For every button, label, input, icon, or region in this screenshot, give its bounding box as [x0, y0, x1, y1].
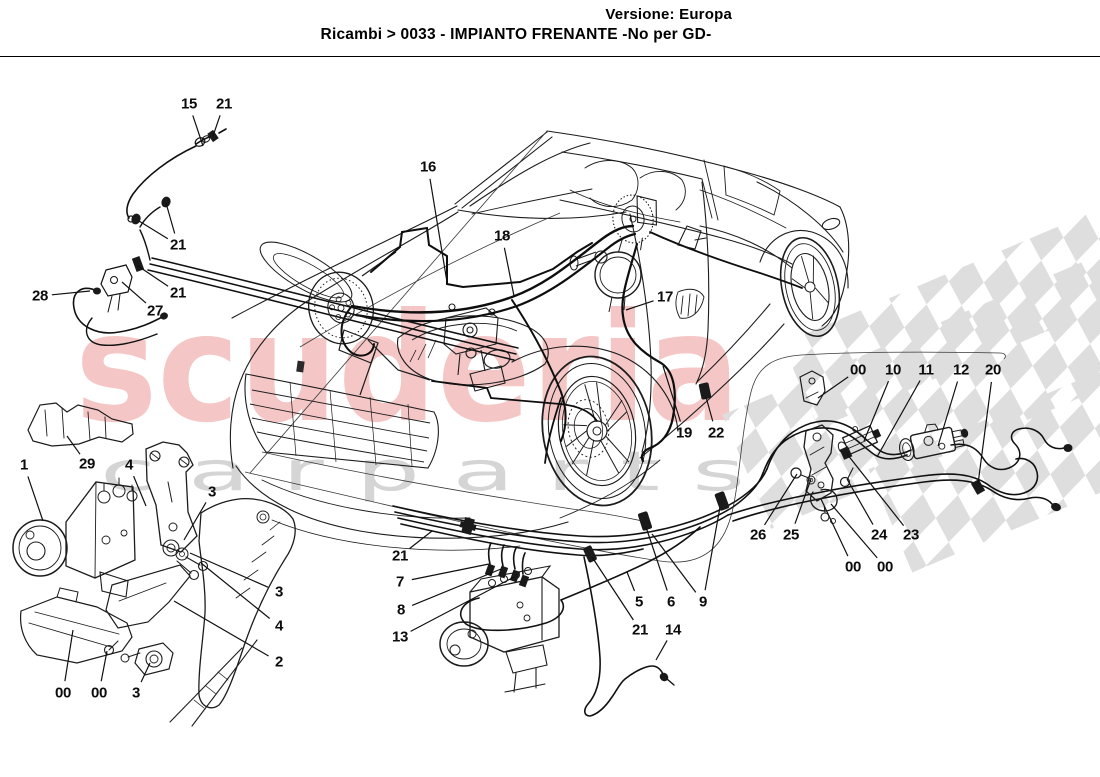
- bracket-29: [27, 402, 134, 447]
- version-label: Versione: Europa: [605, 6, 732, 23]
- leader-line-27: [121, 281, 147, 304]
- bolt-24: [839, 476, 851, 488]
- hose-end-fitting: [1063, 444, 1073, 452]
- clip-00: [809, 488, 838, 512]
- leader-line-24: [846, 478, 874, 525]
- fitting-21: [131, 213, 141, 225]
- bracket-00-top: [799, 370, 826, 406]
- leader-line-21: [165, 202, 176, 234]
- front-brake-lines: [340, 224, 803, 464]
- leader-line-20: [977, 381, 992, 485]
- brake-line-16: [370, 226, 593, 289]
- leader-line-3: [183, 502, 207, 541]
- brake-line-17-19: [621, 242, 676, 463]
- leader-line-7: [411, 563, 490, 581]
- leader-line-13: [410, 576, 515, 632]
- leader-line-16: [429, 178, 448, 283]
- leader-line-25: [794, 478, 812, 524]
- ferrari-badge: [296, 360, 305, 373]
- leader-line-6: [645, 526, 668, 591]
- leader-line-28: [51, 290, 91, 296]
- pipe-clip-6: [637, 511, 653, 531]
- valve-bracket: [803, 424, 834, 502]
- leader-line-21: [137, 265, 169, 287]
- leader-line-26: [763, 473, 798, 526]
- header-divider: [0, 56, 1100, 57]
- leader-line-3: [189, 552, 269, 588]
- leader-line-29: [66, 435, 81, 455]
- valve-10: [837, 424, 882, 456]
- pipe-14: [583, 556, 664, 717]
- leader-line-11: [876, 380, 921, 458]
- leader-line-00: [820, 498, 849, 557]
- fitting-14: [659, 672, 669, 682]
- leader-line-19: [662, 365, 681, 422]
- car-body-sketch: [229, 130, 850, 551]
- hose-fitting-20: [970, 479, 986, 495]
- leader-line-12: [937, 381, 959, 447]
- hose-end-fitting: [1051, 502, 1061, 512]
- checkered-flag-watermark: [722, 210, 1100, 573]
- leader-line-22: [705, 396, 714, 422]
- leader-line-10: [863, 380, 890, 442]
- leader-line-4: [200, 562, 271, 619]
- abs-pump-motor: [12, 519, 68, 577]
- leader-line-00: [64, 629, 74, 682]
- rear-brake-caliper-cluster: [612, 194, 657, 253]
- leader-line-00: [817, 376, 849, 399]
- front-wheel: [541, 355, 653, 507]
- washer-25: [806, 475, 816, 485]
- breadcrumb: Ricambi > 0033 - IMPIANTO FRENANTE -No p…: [320, 26, 712, 43]
- rear-brake-pipes: [392, 420, 1065, 717]
- leader-line-8: [411, 568, 502, 606]
- bracket-27: [100, 264, 133, 297]
- mounting-bracket-4: [145, 441, 198, 553]
- leader-line-14: [655, 640, 668, 661]
- leader-line-9: [651, 533, 697, 593]
- headlight-left: [259, 241, 353, 303]
- leader-line-23: [846, 453, 905, 526]
- headlight-right: [397, 315, 549, 386]
- pipe-union-nuts-7-8-13: [484, 563, 530, 588]
- rear-wheel: [779, 236, 841, 338]
- leader-line-1: [27, 476, 44, 522]
- leader-line-21: [138, 220, 169, 240]
- pipe-28: [72, 287, 165, 334]
- leader-line-15: [192, 115, 204, 147]
- leader-line-17: [625, 300, 654, 311]
- rear-line-clip-22: [698, 382, 712, 400]
- pressure-valve-12: [899, 423, 969, 461]
- bolt-4: [197, 560, 209, 572]
- page-header: Versione: Europa Ricambi > 0033 - IMPIAN…: [300, 6, 732, 44]
- bolt-26: [790, 467, 802, 479]
- leader-line-21: [212, 115, 221, 137]
- leader-line-00: [830, 503, 878, 559]
- front-grille: [244, 360, 439, 469]
- pipe-clip-9: [714, 491, 730, 511]
- leader-line-9: [704, 506, 721, 591]
- leader-line-21: [409, 530, 433, 550]
- front-brake-disc: [567, 399, 610, 458]
- bolt-3: [188, 569, 200, 581]
- clamp-bolt-21: [459, 516, 477, 536]
- leader-line-18: [503, 247, 515, 297]
- leader-line-21: [591, 556, 634, 621]
- leader-line-3: [140, 662, 151, 683]
- leader-line-4: [133, 475, 147, 507]
- leader-line-00: [100, 650, 108, 682]
- triple-pipe-run: [147, 257, 519, 361]
- engine-bay-hardware: [443, 303, 506, 392]
- abs-unit-front: [12, 402, 296, 727]
- bolt-00: [103, 644, 115, 656]
- bushing-mount-3: [134, 642, 174, 676]
- fitting-21: [161, 196, 171, 208]
- leader-line-5: [626, 571, 636, 592]
- shield-plate-00: [19, 596, 133, 664]
- chassis-bracket: [198, 497, 296, 709]
- leader-line-2: [173, 600, 269, 657]
